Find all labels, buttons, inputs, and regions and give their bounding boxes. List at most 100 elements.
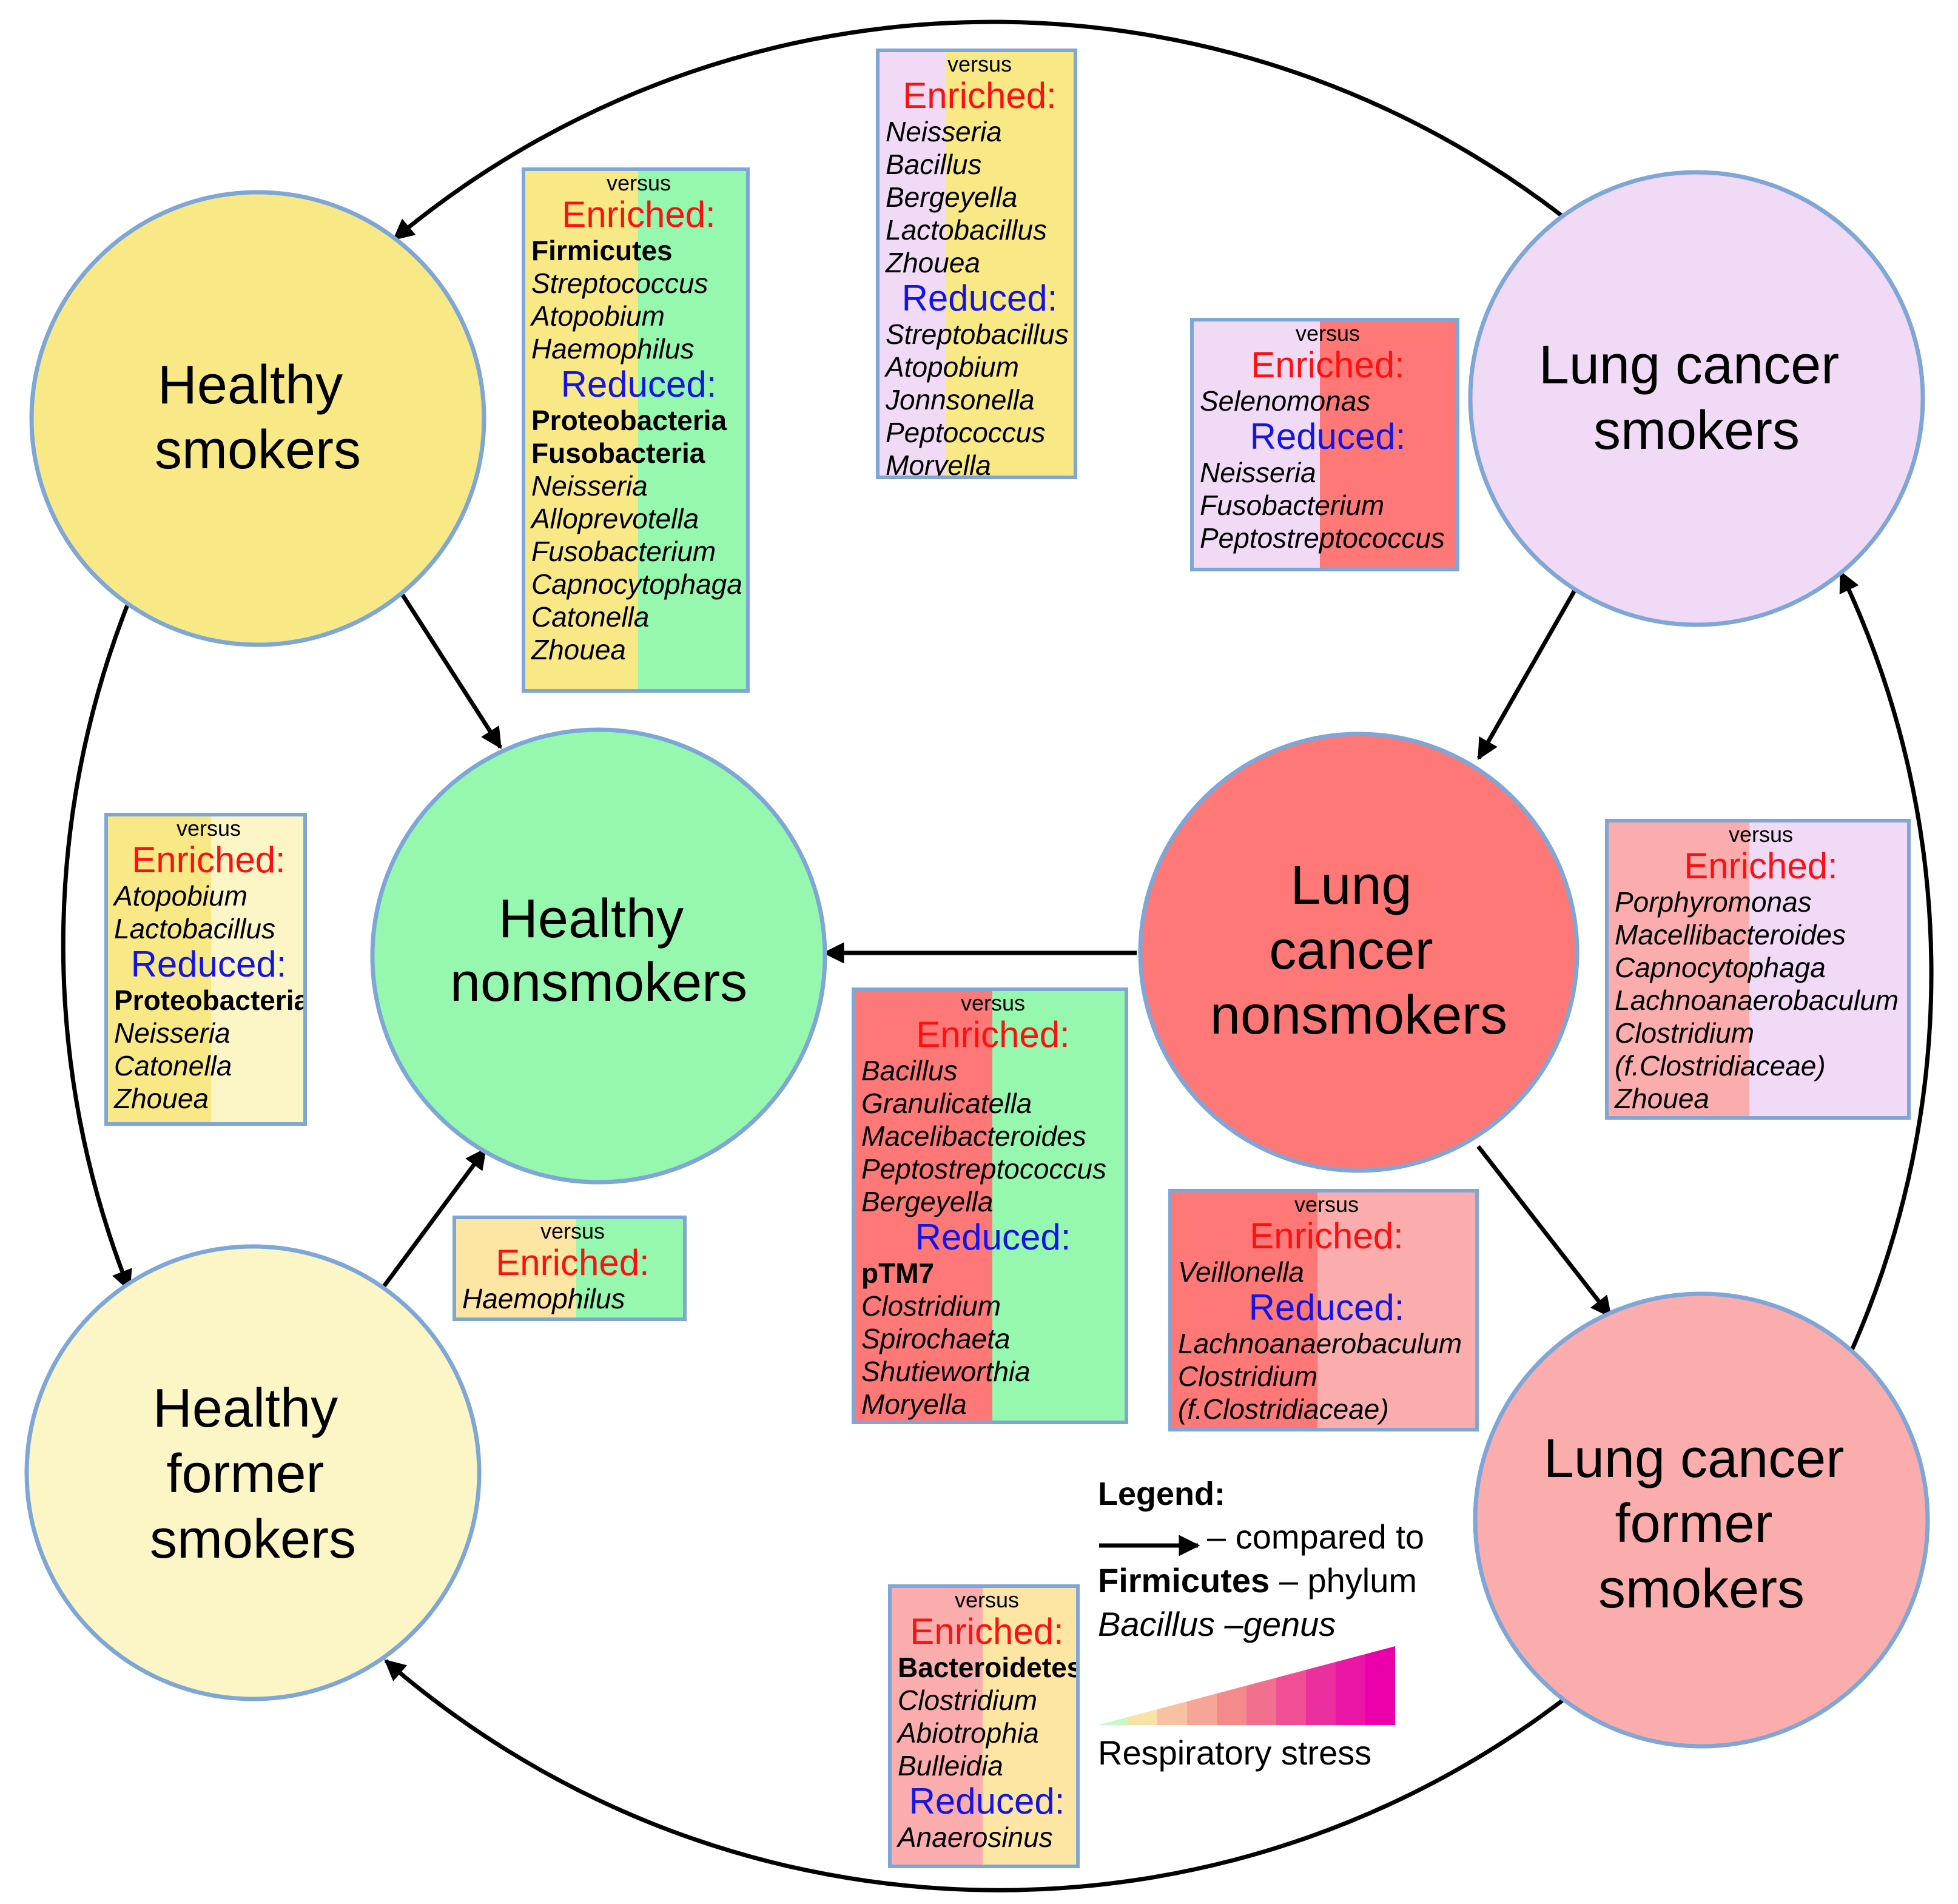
versus-label: versus [606,170,671,195]
taxon-genus: Abiotrophia [898,1717,1039,1749]
taxon-genus: Lactobacillus [114,913,275,944]
stress-wedge-segment [1365,1646,1395,1725]
healthy-former-smokers-line-2: former [166,1444,324,1504]
legend-genus-example: Bacillus [1098,1605,1215,1643]
legend-phylum-text: – phylum [1279,1561,1417,1600]
taxon-genus: Alloprevotella [531,503,699,534]
lung-cancer-former-smokers-circle [1473,1291,1930,1749]
node-lung-cancer-former-smokers: Lung cancer former smokers [1473,1291,1930,1749]
taxon-genus: Jonnsonella [886,384,1035,415]
respiratory-stress-wedge [1098,1646,1395,1725]
taxon-genus: Catonella [531,601,650,633]
lung-cancer-smokers-line-2: smokers [1593,400,1800,461]
reduced-heading: Reduced: [1248,1287,1405,1328]
legend-genus-text: –genus [1224,1605,1336,1643]
reduced-heading: Reduced: [1250,416,1406,457]
versus-label: versus [1728,822,1794,847]
enriched-heading: Enriched: [910,1611,1064,1652]
taxon-genus: Peptostreptococcus [1200,522,1445,554]
taxon-genus: Lachnoanaerobaculum [1178,1328,1462,1359]
arrow-hfs-to-hn [378,1148,487,1294]
taxon-genus: Peptostreptococcus [861,1153,1107,1185]
taxon-genus: Bergeyella [861,1186,994,1217]
arrow-lcs-to-lcn [1476,587,1578,761]
lung-cancer-former-smokers-line-2: former [1615,1493,1772,1554]
reduced-heading: Reduced: [901,278,1058,318]
taxon-genus: Bergeyella [886,181,1018,213]
enriched-heading: Enriched: [496,1242,650,1283]
taxon-genus: Neisseria [531,470,648,502]
taxon-genus: Atopobium [114,880,247,912]
legend-phylum-row: Firmicutes – phylum [1098,1559,1486,1603]
lung-cancer-smokers-circle [1468,170,1925,627]
lung-cancer-nonsmokers-line-3: nonsmokers [1210,985,1507,1046]
node-healthy-former-smokers: Healthy former smokers [24,1244,482,1701]
versus-label: versus [1295,321,1361,346]
enriched-heading: Enriched: [562,194,716,235]
node-healthy-nonsmokers: Healthy nonsmokers [370,727,827,1185]
legend-genus-row: Bacillus –genus [1098,1603,1486,1646]
taxon-genus: Porphyromonas [1615,886,1812,918]
taxon-genus: Zhouea [1615,1083,1710,1114]
arrow-hs-to-hn [399,590,502,749]
svg-text:Healthy smokers: Healthy smokers [155,355,361,480]
reduced-heading: Reduced: [130,944,287,984]
svg-text:Lung cancer smokers: Lung cancer smokers [1539,335,1854,461]
enriched-heading: Enriched: [1251,345,1405,385]
taxon-genus: Fusobacterium [1200,489,1385,521]
arrow-lcn-to-lcfs [1476,1145,1612,1318]
taxon-genus: Atopobium [886,351,1019,383]
healthy-smokers-line-2: smokers [155,420,361,480]
arrow-lcfs-to-lcs [1839,570,1934,1353]
taxon-genus: Granulicatella [861,1088,1032,1119]
taxon-genus: Atopobium [531,300,665,332]
svg-text:Lung cancer nonsmo: Lung cancer nonsmokers [1210,855,1507,1046]
taxon-genus: Zhouea [886,247,981,278]
legend-phylum-example: Firmicutes [1098,1561,1270,1600]
taxon-genus: Capnocytophaga [531,568,742,600]
taxon-genus: Selenomonas [1200,385,1371,417]
stress-wedge-segment [1128,1709,1157,1725]
stress-wedge-segment [1306,1662,1336,1725]
taxon-genus: Neisseria [114,1017,230,1049]
taxon-genus: Bacillus [861,1055,958,1086]
lung-cancer-nonsmokers-line-2: cancer [1269,920,1433,981]
taxon-genus: Bacillus [886,149,982,180]
taxon-genus: Peptococcus [886,417,1046,448]
legend-title: Legend: [1098,1476,1225,1512]
legend-arrow-row: – compared to [1098,1515,1486,1559]
node-lung-cancer-nonsmokers: Lung cancer nonsmokers [1138,732,1580,1173]
healthy-smokers-circle [29,190,486,647]
taxon-genus: Bulleidia [898,1750,1003,1781]
taxon-genus: Veillonella [1178,1256,1304,1288]
svg-text:Lung cancer former: Lung cancer former smokers [1544,1428,1859,1620]
healthy-former-smokers-line-1: Healthy [153,1378,338,1439]
taxon-genus: Lachnoanaerobaculum [1615,984,1899,1016]
stress-wedge-segment [1276,1670,1306,1725]
stress-wedge-segment [1187,1694,1217,1725]
versus-label: versus [954,1587,1020,1612]
taxon-genus: Capnocytophaga [1615,952,1826,983]
svg-text:Healthy former smo: Healthy former smokers [150,1378,356,1570]
stress-wedge-segment [1098,1717,1128,1725]
reduced-heading: Reduced: [915,1217,1071,1257]
reduced-heading: Reduced: [909,1781,1065,1822]
taxon-phylum: Fusobacteria [531,437,705,469]
taxon-genus: Clostridium [898,1684,1038,1716]
arrow-lcfs-to-hfs [384,1659,1569,1892]
